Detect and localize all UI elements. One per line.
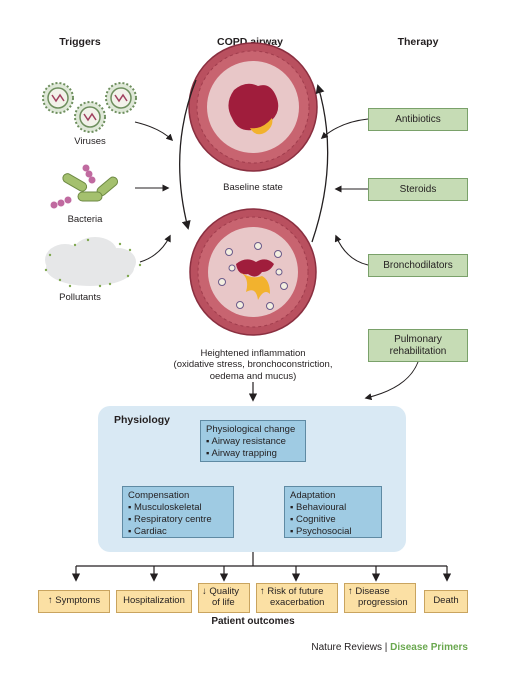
compensation-box: Compensation Musculoskeletal Respiratory… xyxy=(122,486,234,538)
physiological-change-box: Physiological change Airway resistance A… xyxy=(200,420,306,462)
pollutant-cloud-icon xyxy=(44,237,142,288)
bacteria-icon xyxy=(50,164,119,209)
inflamed-airway-illustration xyxy=(189,208,317,336)
viruses-label: Viruses xyxy=(74,136,106,147)
triggers-header: Triggers xyxy=(59,36,101,48)
pollutants-label: Pollutants xyxy=(59,292,101,303)
steroids-box: Steroids xyxy=(368,178,468,201)
outcome-symptoms: ↑ Symptoms xyxy=(38,590,110,613)
outcome-hospitalization: Hospitalization xyxy=(116,590,192,613)
therapy-header: Therapy xyxy=(397,36,439,48)
virus-icon xyxy=(42,82,137,133)
patient-outcomes-title: Patient outcomes xyxy=(211,616,295,627)
journal-credit: Nature Reviews | Disease Primers xyxy=(300,642,468,653)
bacteria-label: Bacteria xyxy=(67,214,103,225)
series-name: Disease Primers xyxy=(390,642,468,653)
baseline-state-label: Baseline state xyxy=(223,182,283,193)
credit-separator: | xyxy=(384,642,388,653)
outcome-death: Death xyxy=(424,590,468,613)
journal-name: Nature Reviews xyxy=(311,642,382,653)
adaptation-box: Adaptation Behavioural Cognitive Psychos… xyxy=(284,486,382,538)
physiology-title: Physiology xyxy=(114,414,171,426)
antibiotics-box: Antibiotics xyxy=(368,108,468,131)
baseline-airway-illustration xyxy=(188,42,318,172)
heightened-inflammation-label: Heightened inflammation (oxidative stres… xyxy=(173,348,333,382)
bronchodilators-box: Bronchodilators xyxy=(368,254,468,277)
